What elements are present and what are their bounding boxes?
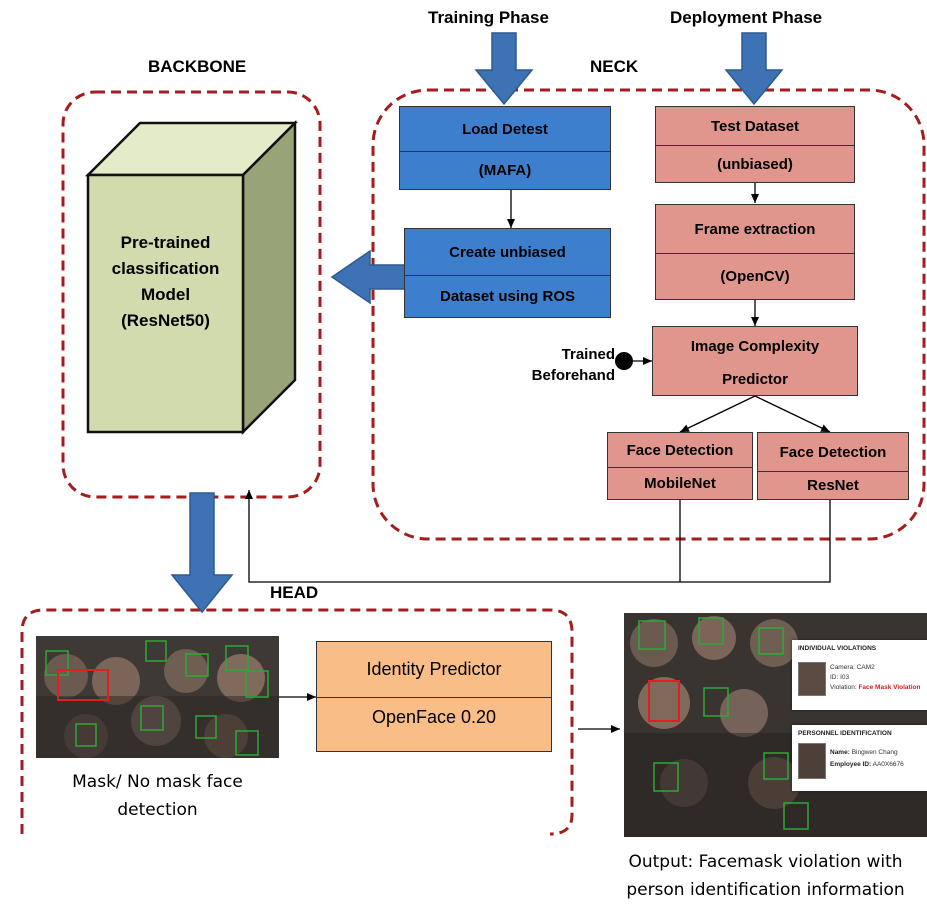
create-unbiased-title: Create unbiased (449, 243, 566, 261)
left-arrow-to-backbone (330, 249, 406, 305)
personnel-name-row: Name: Bingwen Chang (830, 749, 898, 756)
violations-thumbnail (798, 662, 826, 696)
face-detection-resnet-box: Face Detection ResNet (757, 432, 909, 500)
beforehand-line: Beforehand (531, 367, 615, 384)
load-dataset-box: Load Detest (MAFA) (399, 106, 611, 190)
face-detection-resnet-title: Face Detection (779, 443, 887, 461)
identity-predictor-box: Identity Predictor OpenFace 0.20 (316, 641, 552, 752)
mask-detection-caption: Mask/ No mask face detection (36, 768, 279, 824)
name-label: Name: (830, 749, 850, 756)
identity-predictor-title: Identity Predictor (366, 659, 502, 679)
neck-label: NECK (590, 57, 639, 76)
violations-title: INDIVIDUAL VIOLATIONS (798, 645, 877, 652)
backbone-region (61, 90, 322, 499)
test-dataset-box: Test Dataset (unbiased) (655, 106, 855, 183)
create-unbiased-subtitle: Dataset using ROS (405, 275, 610, 317)
neck-region (371, 88, 926, 541)
create-unbiased-box: Create unbiased Dataset using ROS (404, 228, 611, 318)
identity-predictor-subtitle: OpenFace 0.20 (317, 697, 551, 736)
violations-row: Violation: Face Mask Violation (830, 684, 920, 691)
trained-beforehand-label: Trained Beforehand (515, 344, 615, 386)
model-line-3: Model (140, 285, 191, 304)
mask-caption-line-1: Mask/ No mask face (72, 772, 243, 792)
face-detection-mobilenet-title: Face Detection (626, 441, 734, 459)
frame-extraction-subtitle: (OpenCV) (656, 253, 854, 299)
face-detection-resnet-subtitle: ResNet (758, 471, 908, 499)
head-region (20, 608, 574, 836)
head-label: HEAD (270, 583, 319, 602)
violation-value: Face Mask Violation (858, 684, 921, 691)
trained-line: Trained (561, 346, 615, 363)
personnel-panel: PERSONNEL IDENTIFICATION Name: Bingwen C… (792, 725, 927, 791)
deployment-phase-label: Deployment Phase (670, 8, 823, 27)
model-line-1: Pre-trained (120, 233, 211, 252)
output-caption: Output: Facemask violation with person i… (604, 848, 927, 904)
frame-extraction-box: Frame extraction (OpenCV) (655, 204, 855, 300)
test-dataset-title: Test Dataset (710, 117, 800, 135)
output-caption-line-2: person identification information (626, 880, 905, 900)
backbone-model-text: Pre-trained classification Model (ResNet… (88, 230, 243, 334)
test-dataset-subtitle: (unbiased) (656, 145, 854, 182)
mask-caption-line-2: detection (117, 800, 198, 820)
image-complexity-box: Image Complexity Predictor (652, 326, 858, 396)
personnel-title: PERSONNEL IDENTIFICATION (798, 730, 892, 737)
deployment-down-arrow (724, 32, 784, 106)
model-line-2: classification (111, 259, 220, 278)
backbone-to-head-arrow (170, 492, 234, 614)
personnel-thumbnail (798, 743, 826, 779)
violation-label: Violation: (830, 684, 857, 691)
image-complexity-title: Image Complexity (690, 337, 820, 355)
model-line-4: (ResNet50) (121, 311, 210, 330)
crowd-photo-graphic (36, 636, 279, 758)
face-detection-mobilenet-subtitle: MobileNet (608, 467, 752, 499)
backbone-label: BACKBONE (148, 57, 247, 76)
load-dataset-subtitle: (MAFA) (400, 151, 610, 189)
personnel-employee-row: Employee ID: AA0X6676 (830, 761, 904, 768)
violations-id: ID: I03 (830, 674, 850, 681)
name-value: Bingwen Chang (851, 749, 898, 756)
output-caption-line-1: Output: Facemask violation with (628, 852, 903, 872)
violations-camera: Camera: CAM2 (830, 664, 875, 671)
training-down-arrow (474, 32, 534, 106)
backbone-cube (84, 119, 299, 436)
frame-extraction-title: Frame extraction (694, 220, 816, 238)
employee-value: AA0X6676 (872, 761, 904, 768)
crowd-detection-photo (36, 636, 279, 758)
face-detection-mobilenet-box: Face Detection MobileNet (607, 432, 753, 500)
load-dataset-title: Load Detest (462, 120, 548, 138)
employee-label: Employee ID: (830, 761, 872, 768)
training-phase-label: Training Phase (428, 8, 549, 27)
image-complexity-subtitle: Predictor (722, 370, 788, 388)
violations-panel: INDIVIDUAL VIOLATIONS Camera: CAM2 ID: I… (792, 640, 927, 710)
